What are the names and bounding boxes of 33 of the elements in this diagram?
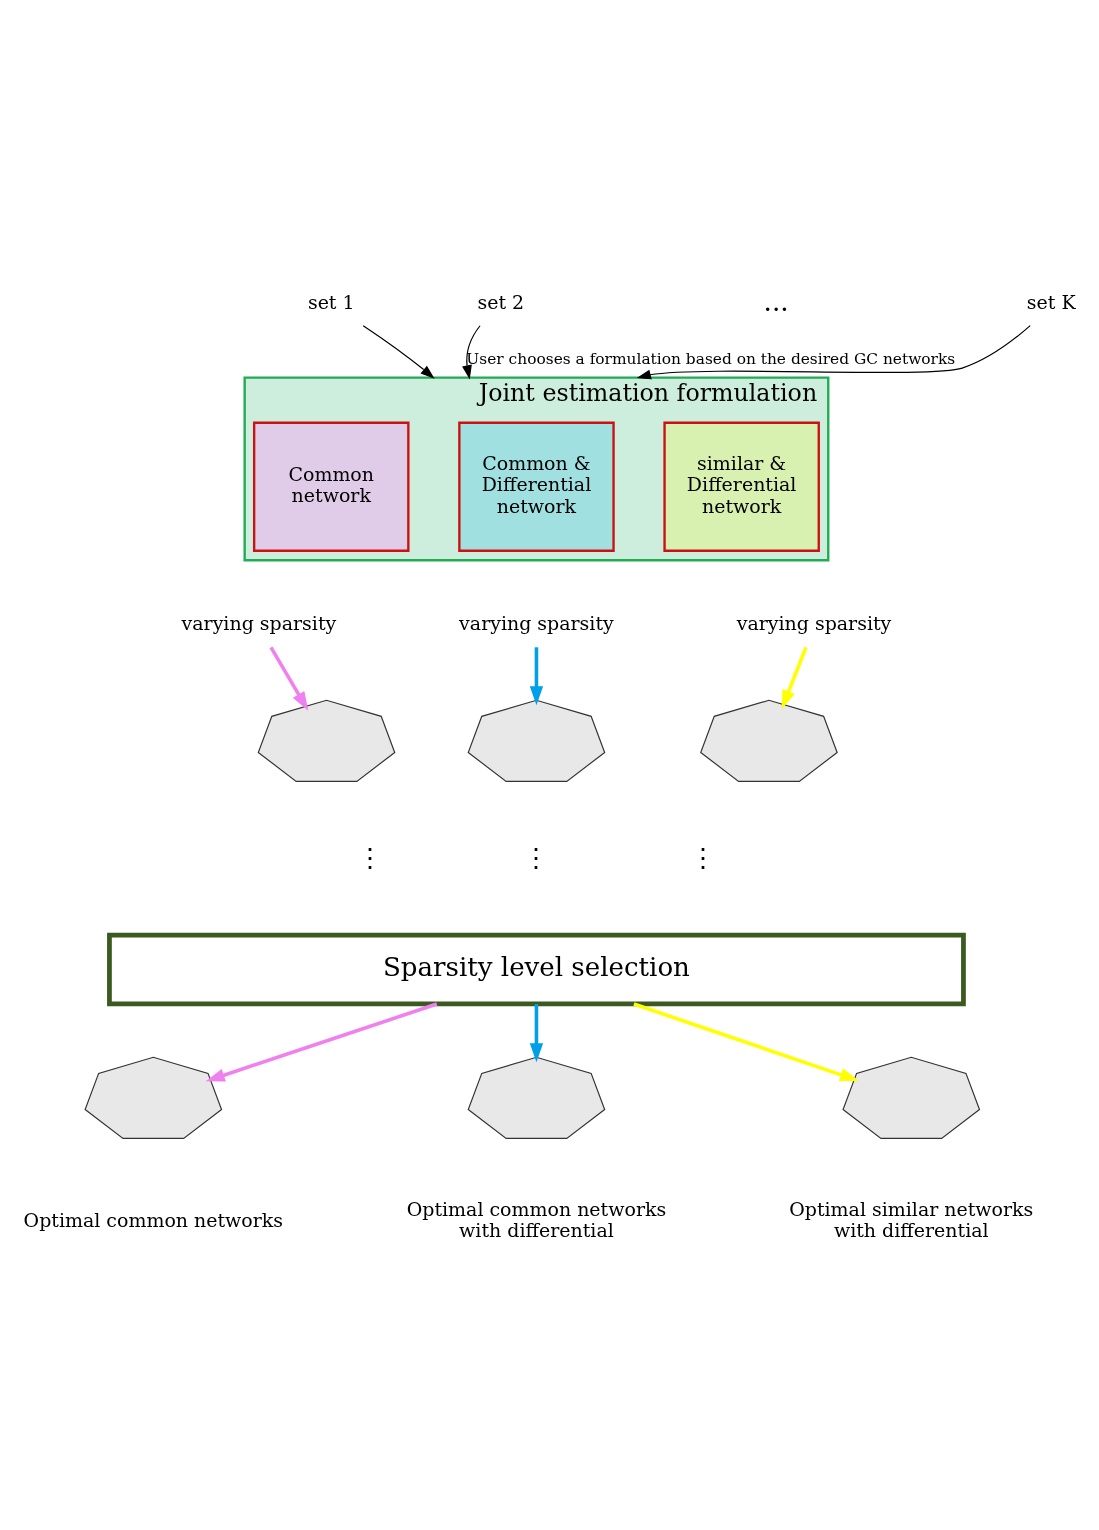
- node-text: varying sparsity: [736, 611, 892, 634]
- node-box: Sparsity level selection: [107, 932, 966, 1006]
- node-network: [257, 699, 396, 782]
- arrow: [529, 1003, 544, 1062]
- node-text: set 1: [307, 290, 355, 313]
- node-network: [467, 1056, 606, 1139]
- arrow: [462, 324, 481, 379]
- label: ...: [763, 286, 789, 317]
- label: ⋮: [357, 842, 384, 873]
- arrow: [362, 324, 435, 379]
- arrow: [529, 646, 544, 705]
- node-text: set K: [1026, 290, 1076, 313]
- node-box: Common & Differential network: [458, 421, 615, 552]
- node-box: Common network: [252, 421, 410, 552]
- arrow: [205, 1001, 438, 1082]
- node-network: [842, 1056, 981, 1139]
- label: ⋮: [689, 842, 716, 873]
- edge-label: User chooses a formulation based on the desired GC networks: [466, 349, 956, 368]
- arrow: [781, 646, 808, 709]
- node-network: [700, 699, 838, 782]
- label: ⋮: [523, 842, 550, 873]
- node-text: Optimal common networks: [23, 1208, 284, 1231]
- node-text: Optimal similar networks with differential: [789, 1197, 1034, 1241]
- node-network: [84, 1056, 223, 1139]
- node-text: Optimal common networks with differential: [406, 1197, 667, 1241]
- node-text: set 2: [477, 290, 525, 313]
- node-network: [467, 699, 606, 782]
- node-text: varying sparsity: [181, 611, 337, 634]
- node-box: similar & Differential network: [663, 421, 820, 552]
- arrow: [633, 1001, 859, 1081]
- node-text: varying sparsity: [459, 611, 614, 634]
- arrow: [269, 645, 309, 711]
- arrow: [636, 324, 1031, 379]
